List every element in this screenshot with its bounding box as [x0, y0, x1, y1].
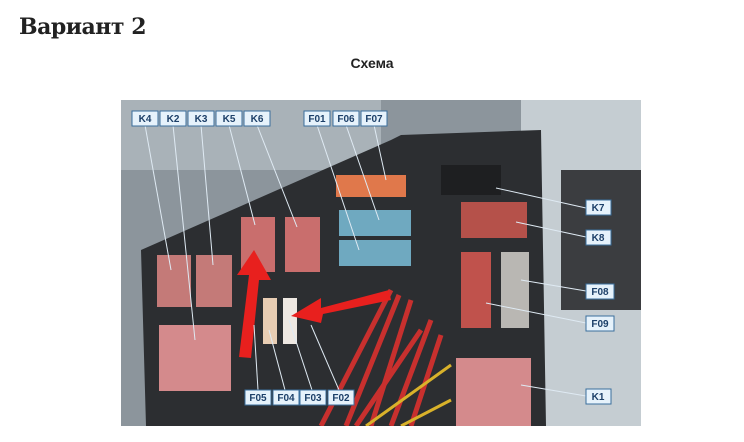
svg-text:F05: F05	[249, 393, 267, 404]
arrow-left-icon	[291, 290, 391, 323]
relay-k1	[456, 358, 531, 426]
fuse-f06	[339, 210, 411, 236]
figure-caption: Схема	[350, 55, 394, 71]
fuse-f09	[461, 252, 491, 328]
relay-k8	[461, 202, 527, 238]
arrow-up-icon	[237, 250, 271, 358]
svg-text:F04: F04	[277, 393, 295, 404]
svg-text:K8: K8	[592, 233, 605, 244]
label-f08: F08	[585, 283, 615, 300]
label-f07: F07	[360, 110, 388, 127]
label-k4: K4	[131, 110, 159, 127]
label-k3: K3	[187, 110, 215, 127]
svg-text:F08: F08	[591, 287, 609, 298]
svg-text:F06: F06	[337, 114, 355, 125]
label-k6: K6	[243, 110, 271, 127]
label-k8: K8	[585, 229, 612, 246]
relay-k6	[285, 217, 320, 272]
label-f09: F09	[585, 315, 615, 332]
label-f05: F05	[244, 389, 272, 406]
label-k7: K7	[585, 199, 612, 216]
fuse-box-photo: K4 K2 K3 K5 K6 F01 F06 F07 K7 K8 F08 F09…	[121, 100, 641, 426]
label-f02: F02	[327, 389, 355, 406]
section-heading: Вариант 2	[19, 14, 147, 40]
relay-k4	[157, 255, 191, 307]
svg-text:F02: F02	[332, 393, 350, 404]
relay-k2	[159, 325, 231, 391]
label-k2: K2	[159, 110, 187, 127]
relay-k2-small	[196, 255, 232, 307]
svg-text:K4: K4	[139, 114, 152, 125]
svg-text:K3: K3	[195, 114, 208, 125]
label-f06: F06	[332, 110, 360, 127]
svg-text:F03: F03	[304, 393, 322, 404]
svg-text:K1: K1	[592, 392, 605, 403]
svg-text:K5: K5	[223, 114, 236, 125]
svg-text:F09: F09	[591, 319, 609, 330]
label-f03: F03	[299, 389, 327, 406]
label-f04: F04	[272, 389, 300, 406]
label-k5: K5	[215, 110, 243, 127]
fuse-f01	[339, 240, 411, 266]
label-k1: K1	[585, 388, 612, 405]
fuse-f07	[336, 175, 406, 197]
fuse-f04	[263, 298, 277, 344]
connector-k7	[441, 165, 501, 195]
svg-text:K6: K6	[251, 114, 264, 125]
label-f01: F01	[303, 110, 331, 127]
svg-text:F01: F01	[308, 114, 326, 125]
fuse-f08	[501, 252, 529, 328]
svg-text:K7: K7	[592, 203, 605, 214]
svg-text:K2: K2	[167, 114, 180, 125]
svg-text:F07: F07	[365, 114, 383, 125]
